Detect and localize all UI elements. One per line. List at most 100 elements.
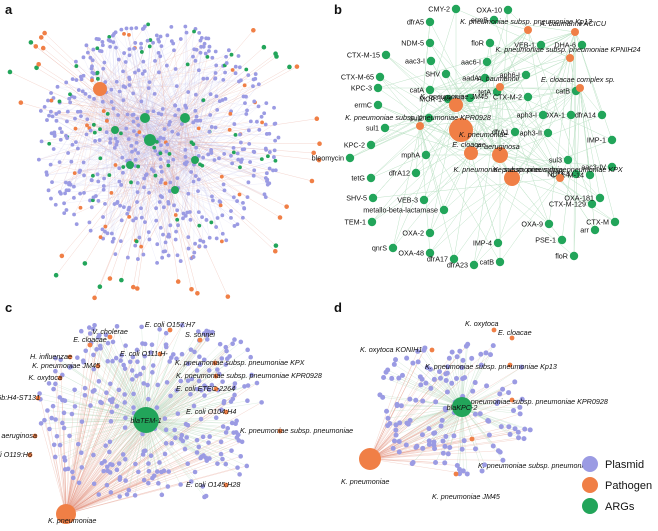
panel-a-node [134,133,139,137]
panel-b-arg-label: OXA-10 [476,6,502,15]
panel-a-node [193,174,198,178]
panel-c-edge [54,419,147,445]
panel-c-edge [65,437,237,515]
panel-d-plasmid-node [454,462,460,468]
panel-a-node [98,156,103,161]
panel-a-node [139,244,144,249]
panel-a-node [192,29,196,34]
panel-d-hub-node [452,397,472,417]
panel-a-node [166,159,171,164]
panel-d-plasmid-node [396,438,402,444]
panel-b-pathogen-node [464,146,478,160]
panel-a-node [49,109,53,114]
panel-d-plasmid-node [423,380,429,386]
panel-b-edge [429,42,561,179]
panel-d-edge [369,428,525,460]
panel-a-node [36,62,41,67]
panel-c-plasmid-node [104,464,110,470]
panel-a-node [181,211,186,216]
panel-a-hub-arg [111,126,119,134]
panel-a-edge [144,79,224,119]
panel-a-node [146,230,151,235]
panel-d-edge [369,453,444,460]
panel-a-edge [184,78,204,119]
panel-a-edge [144,49,197,119]
panel-a-node [103,224,108,229]
panel-a-edge [43,47,143,130]
panel-a-node [223,96,228,101]
panel-b-arg-label: tetG [351,174,365,183]
panel-c-plasmid-node [174,356,179,361]
panel-a-node [141,59,146,64]
panel-a-node [238,132,242,137]
panel-b-edge [370,104,457,179]
panel-a-node [317,141,322,147]
panel-b-arg-node [388,243,398,253]
panel-a-edge [177,144,320,161]
panel-a-node [158,164,163,169]
panel-a-node [194,145,199,150]
panel-c-pathogen-label: K. pneumoniae JM45 [32,361,101,370]
panel-a-node [85,50,90,55]
panel-a-node [251,173,256,178]
panel-a-node [145,38,150,43]
panel-a-node [294,64,300,69]
panel-a-node [159,178,164,182]
panel-b-arg-node [543,128,553,138]
panel-d-plasmid-node [410,360,416,366]
panel-a-node [186,246,191,251]
panel-a-node [235,151,240,156]
panel-c-plasmid-node [65,466,71,472]
panel-a-node [141,252,146,257]
panel-a-edge [99,160,151,287]
panel-b-edge [499,9,509,156]
panel-b-edge [511,90,577,179]
panel-a-edge [144,117,262,160]
panel-a-edge [49,115,116,131]
panel-d-plasmid-node [457,471,463,477]
panel-a-node [129,143,134,148]
panel-c-pathogen-label: E. coli O104:H4 [186,407,236,416]
panel-d-plasmid-node [456,466,462,472]
panel-a-edge [160,189,176,228]
panel-b-edge [499,154,616,223]
panel-c-edge [85,350,147,421]
panel-b-arg-label: sul3 [549,156,562,165]
panel-a-edge [158,52,176,191]
panel-a-node [222,152,227,156]
panel-a-node [232,224,237,228]
panel-a-node [125,112,130,117]
panel-a-node [139,215,144,220]
panel-c-plasmid-node [219,356,225,361]
panel-a-node [210,194,214,199]
panel-c-plasmid-node [129,368,135,373]
panel-d-plasmid-node [415,359,421,365]
panel-a-node [48,162,53,167]
panel-b-edge [429,86,501,91]
panel-a-node [88,228,93,233]
panel-c-plasmid-node [86,325,92,330]
panel-d-plasmid-node [519,364,525,370]
panel-c-plasmid-node [109,409,115,415]
panel-a-node [79,77,84,82]
panel-c-pathogen-node [213,373,219,379]
panel-a-node [227,127,232,132]
panel-b-arg-node [469,260,479,270]
panel-a-node [109,190,114,195]
panel-a-node [134,26,139,30]
panel-b-arg-label: CTX-M-14 [551,171,584,180]
panel-b-arg-node [480,73,490,83]
panel-a-node [198,238,203,243]
panel-a-node [40,45,46,51]
panel-a-node [161,205,166,210]
panel-a-hub-arg [171,186,179,194]
panel-a-node [220,213,225,218]
panel-d-plasmid-node [404,355,410,361]
panel-c-plasmid-node [102,459,107,464]
panel-a-node [264,171,269,176]
panel-c-plasmid-node [184,435,189,440]
panel-a-node [82,190,86,195]
panel-c-edge [145,402,224,421]
panel-b-edge [443,87,581,211]
panel-a-node [108,44,112,49]
